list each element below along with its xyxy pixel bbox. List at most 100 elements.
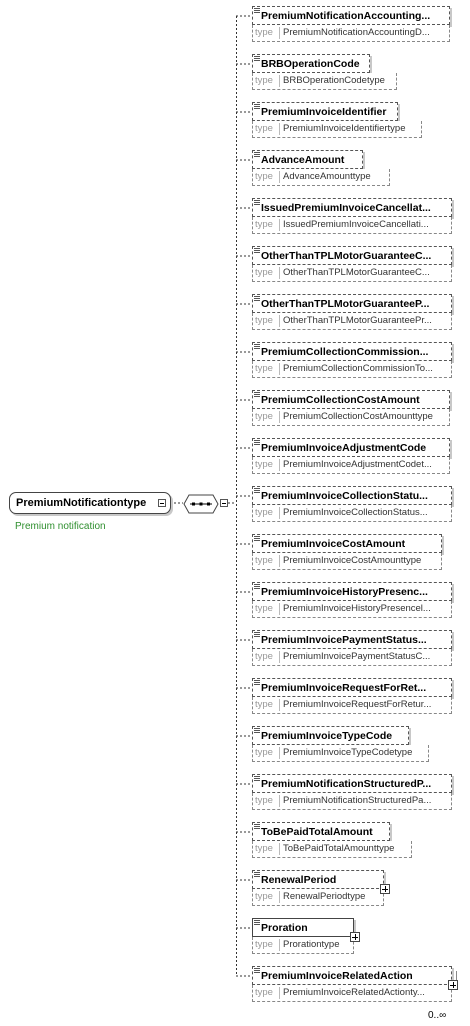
element-name-box[interactable]: PremiumCollectionCostAmount xyxy=(252,390,450,409)
element-type-value: Prorationtype xyxy=(283,939,340,950)
expand-toggle[interactable] xyxy=(448,980,458,990)
element-name: ToBePaidTotalAmount xyxy=(261,826,373,838)
element-type-value: PremiumInvoiceCostAmounttype xyxy=(283,555,422,566)
element-name-box[interactable]: PremiumInvoiceIdentifier xyxy=(252,102,398,121)
type-separator xyxy=(279,747,280,759)
element-name: PremiumInvoiceCostAmount xyxy=(261,538,406,550)
element-type-value: RenewalPeriodtype xyxy=(283,891,366,902)
sequence-collapse-toggle[interactable] xyxy=(220,499,228,507)
type-separator xyxy=(279,123,280,135)
element-name-box[interactable]: PremiumInvoiceHistoryPresenc... xyxy=(252,582,452,601)
type-keyword: type xyxy=(255,27,273,38)
root-collapse-toggle[interactable] xyxy=(158,499,166,507)
element-name-box[interactable]: ToBePaidTotalAmount xyxy=(252,822,390,841)
element-name-box[interactable]: PremiumInvoiceCostAmount xyxy=(252,534,442,553)
element-type-value: PremiumInvoiceHistoryPresencel... xyxy=(283,603,431,614)
type-separator xyxy=(279,507,280,519)
type-separator xyxy=(279,363,280,375)
type-keyword: type xyxy=(255,747,273,758)
element-name: PremiumInvoiceRelatedAction xyxy=(261,970,413,982)
type-separator xyxy=(279,795,280,807)
type-keyword: type xyxy=(255,843,273,854)
expand-toggle[interactable] xyxy=(380,884,390,894)
element-icon xyxy=(254,104,260,110)
element-name-box[interactable]: RenewalPeriod xyxy=(252,870,384,889)
element-name-box[interactable]: PremiumInvoiceRequestForRet... xyxy=(252,678,452,697)
element-name-box[interactable]: AdvanceAmount xyxy=(252,150,363,169)
type-separator xyxy=(279,219,280,231)
element-name-box[interactable]: PremiumInvoiceRelatedAction xyxy=(252,966,452,985)
element-name-box[interactable]: PremiumInvoiceCollectionStatu... xyxy=(252,486,452,505)
expand-toggle[interactable] xyxy=(350,932,360,942)
type-separator xyxy=(279,171,280,183)
element-name-box[interactable]: OtherThanTPLMotorGuaranteeC... xyxy=(252,246,452,265)
element-name: IssuedPremiumInvoiceCancellat... xyxy=(261,202,431,214)
type-keyword: type xyxy=(255,555,273,566)
element-name-box[interactable]: BRBOperationCode xyxy=(252,54,370,73)
element-type-row: type PremiumInvoiceCostAmounttype xyxy=(252,553,442,570)
element-icon xyxy=(254,584,260,590)
element-name-box[interactable]: PremiumNotificationAccounting... xyxy=(252,6,450,25)
element-name: PremiumInvoiceCollectionStatu... xyxy=(261,490,428,502)
sequence-compositor-icon[interactable] xyxy=(183,494,219,514)
element-icon xyxy=(254,728,260,734)
element-name-box[interactable]: PremiumInvoiceTypeCode xyxy=(252,726,409,745)
root-element-box[interactable]: PremiumNotificationtype xyxy=(9,492,171,514)
element-name-box[interactable]: PremiumInvoiceAdjustmentCode xyxy=(252,438,450,457)
element-icon xyxy=(254,632,260,638)
root-documentation: Premium notification xyxy=(15,521,106,532)
element-icon xyxy=(254,296,260,302)
type-keyword: type xyxy=(255,219,273,230)
element-icon xyxy=(254,152,260,158)
element-name: PremiumInvoiceIdentifier xyxy=(261,106,387,118)
element-name: AdvanceAmount xyxy=(261,154,345,166)
element-name-box[interactable]: PremiumCollectionCommission... xyxy=(252,342,452,361)
type-separator xyxy=(279,699,280,711)
element-icon xyxy=(254,8,260,14)
element-type-value: BRBOperationCodetype xyxy=(283,75,385,86)
element-icon xyxy=(254,776,260,782)
element-name-box[interactable]: Proration xyxy=(252,918,354,937)
type-separator xyxy=(279,555,280,567)
element-type-value: PremiumInvoiceIdentifiertype xyxy=(283,123,406,134)
element-type-value: PremiumInvoiceTypeCodetype xyxy=(283,747,413,758)
element-name-box[interactable]: OtherThanTPLMotorGuaranteeP... xyxy=(252,294,452,313)
type-separator xyxy=(279,603,280,615)
element-icon xyxy=(254,440,260,446)
element-type-value: ToBePaidTotalAmounttype xyxy=(283,843,395,854)
type-keyword: type xyxy=(255,411,273,422)
element-name: PremiumInvoiceTypeCode xyxy=(261,730,393,742)
element-name-box[interactable]: IssuedPremiumInvoiceCancellat... xyxy=(252,198,452,217)
element-name-box[interactable]: PremiumNotificationStructuredP... xyxy=(252,774,452,793)
element-name-box[interactable]: PremiumInvoicePaymentStatus... xyxy=(252,630,452,649)
root-element-name: PremiumNotificationtype xyxy=(16,497,147,509)
element-icon xyxy=(254,968,260,974)
type-separator xyxy=(279,459,280,471)
type-keyword: type xyxy=(255,171,273,182)
